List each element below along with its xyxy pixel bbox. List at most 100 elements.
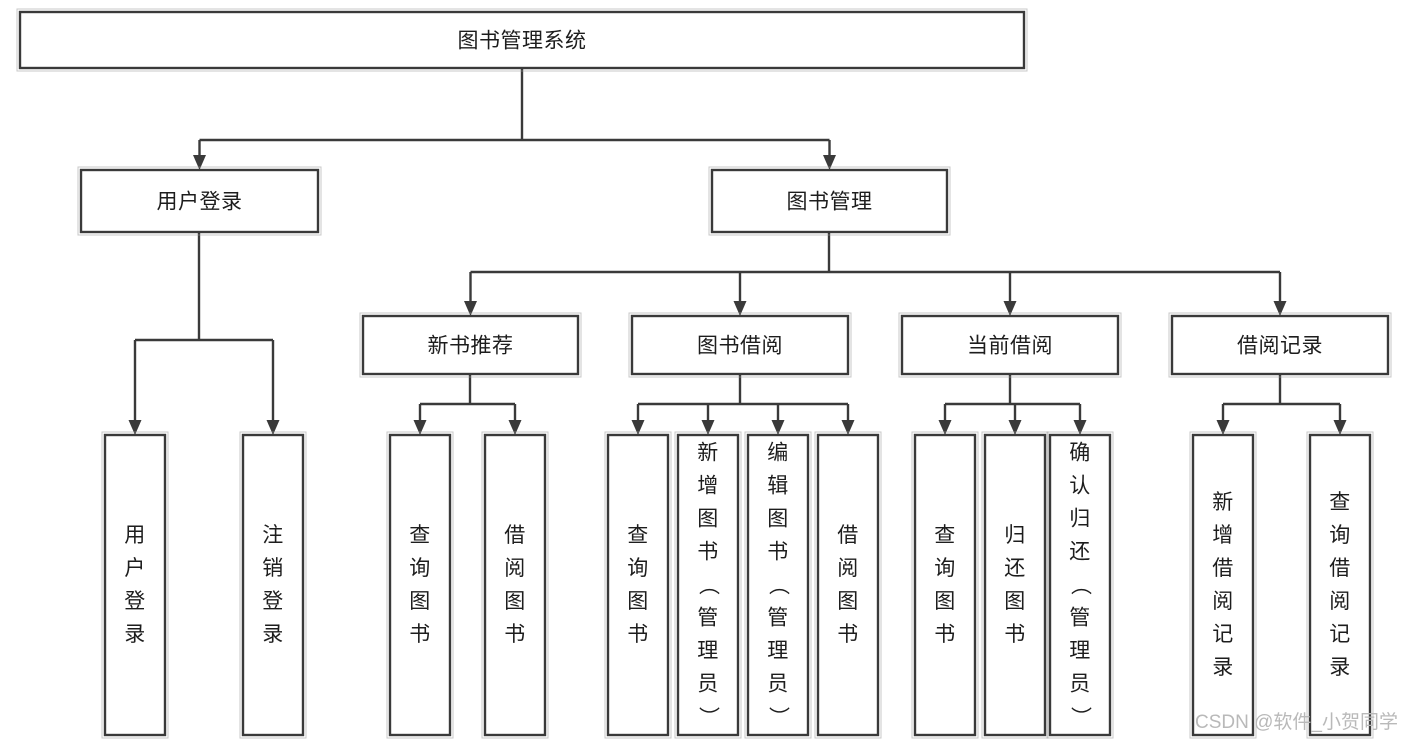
node-label-char: 增 (697, 475, 719, 498)
node-label-char: 阅 (837, 557, 859, 580)
node-leaf-user-login[interactable]: 用户登录 (101, 431, 169, 739)
node-label-char: 书 (934, 623, 956, 646)
node-label-char: 辑 (767, 475, 789, 498)
node-label-char: 书 (409, 623, 431, 646)
node-box[interactable] (606, 433, 670, 737)
node-box[interactable] (710, 168, 949, 234)
connector-layer (128, 68, 1347, 435)
node-label-char: 图 (934, 590, 956, 613)
node-label-char: 查 (409, 524, 431, 547)
node-box[interactable] (388, 433, 452, 737)
node-box[interactable] (900, 314, 1120, 376)
node-new-book-rec[interactable]: 新书推荐 (359, 312, 582, 378)
node-label-char: 录 (124, 623, 146, 646)
node-label-char: ） (767, 706, 790, 728)
arrow-head-icon (841, 420, 855, 435)
node-label-char: 管 (697, 607, 719, 630)
node-box-outline (708, 166, 951, 236)
node-label-char: 借 (1329, 557, 1351, 580)
node-label: 当前借阅 (967, 335, 1053, 358)
node-label-char: （ (697, 574, 720, 596)
arrow-head-icon (1333, 420, 1347, 435)
node-box[interactable] (241, 433, 305, 737)
node-box[interactable] (816, 433, 880, 737)
node-label-char: 认 (1069, 475, 1091, 498)
node-user-login[interactable]: 用户登录 (77, 166, 322, 236)
node-box[interactable] (983, 433, 1047, 737)
node-box[interactable] (18, 10, 1026, 70)
node-label-char: 图 (697, 508, 719, 531)
node-box[interactable] (79, 168, 320, 234)
node-box[interactable] (913, 433, 977, 737)
node-book-borrow[interactable]: 图书借阅 (628, 312, 852, 378)
arrow-head-icon (128, 420, 142, 435)
node-box[interactable] (630, 314, 850, 376)
node-box-outline (481, 431, 549, 739)
node-label-char: 书 (697, 541, 719, 564)
node-box[interactable] (103, 433, 167, 737)
node-book-manage[interactable]: 图书管理 (708, 166, 951, 236)
node-box[interactable] (1308, 433, 1372, 737)
node-box-outline (814, 431, 882, 739)
node-box-outline (604, 431, 672, 739)
arrow-head-icon (1003, 301, 1017, 316)
node-label-char: 询 (934, 557, 956, 580)
arrow-head-icon (464, 301, 477, 316)
node-box[interactable] (1191, 433, 1255, 737)
node-borrow-record[interactable]: 借阅记录 (1168, 312, 1392, 378)
arrow-head-icon (733, 301, 747, 316)
node-label-char: 询 (1329, 524, 1351, 547)
node-label-char: 借 (837, 524, 859, 547)
node-box[interactable] (746, 433, 810, 737)
arrow-head-icon (413, 420, 427, 435)
node-box-outline (1168, 312, 1392, 378)
arrow-head-icon (1073, 420, 1087, 435)
node-box-outline (744, 431, 812, 739)
connector-group-new-book-rec (413, 374, 522, 435)
arrow-head-icon (938, 420, 952, 435)
connector-group-book-manage (464, 232, 1287, 316)
node-label: 借阅记录 (1237, 335, 1323, 358)
node-label-char: 阅 (1212, 590, 1234, 613)
node-label-char: 录 (1212, 656, 1234, 679)
node-box[interactable] (361, 314, 580, 376)
node-label-char: 录 (1329, 656, 1351, 679)
node-box[interactable] (1170, 314, 1390, 376)
node-label-char: 员 (697, 673, 719, 696)
arrow-head-icon (631, 420, 645, 435)
node-box[interactable] (676, 433, 740, 737)
node-label-char: 借 (504, 524, 526, 547)
node-current-borrow[interactable]: 当前借阅 (898, 312, 1122, 378)
node-label: 图书借阅 (697, 335, 783, 358)
node-label-char: 注 (262, 524, 284, 547)
connector-group-borrow-record (1216, 374, 1347, 435)
node-label-char: 员 (767, 673, 789, 696)
node-label-char: 询 (627, 557, 649, 580)
connector-group-root (193, 68, 836, 170)
node-box[interactable] (1048, 433, 1112, 737)
node-label: 用户登录 (157, 191, 243, 214)
arrow-head-icon (1008, 420, 1022, 435)
node-root[interactable]: 图书管理系统 (16, 8, 1028, 72)
node-label-char: 理 (1069, 640, 1091, 663)
node-box[interactable] (483, 433, 547, 737)
node-label-char: 书 (1004, 623, 1026, 646)
